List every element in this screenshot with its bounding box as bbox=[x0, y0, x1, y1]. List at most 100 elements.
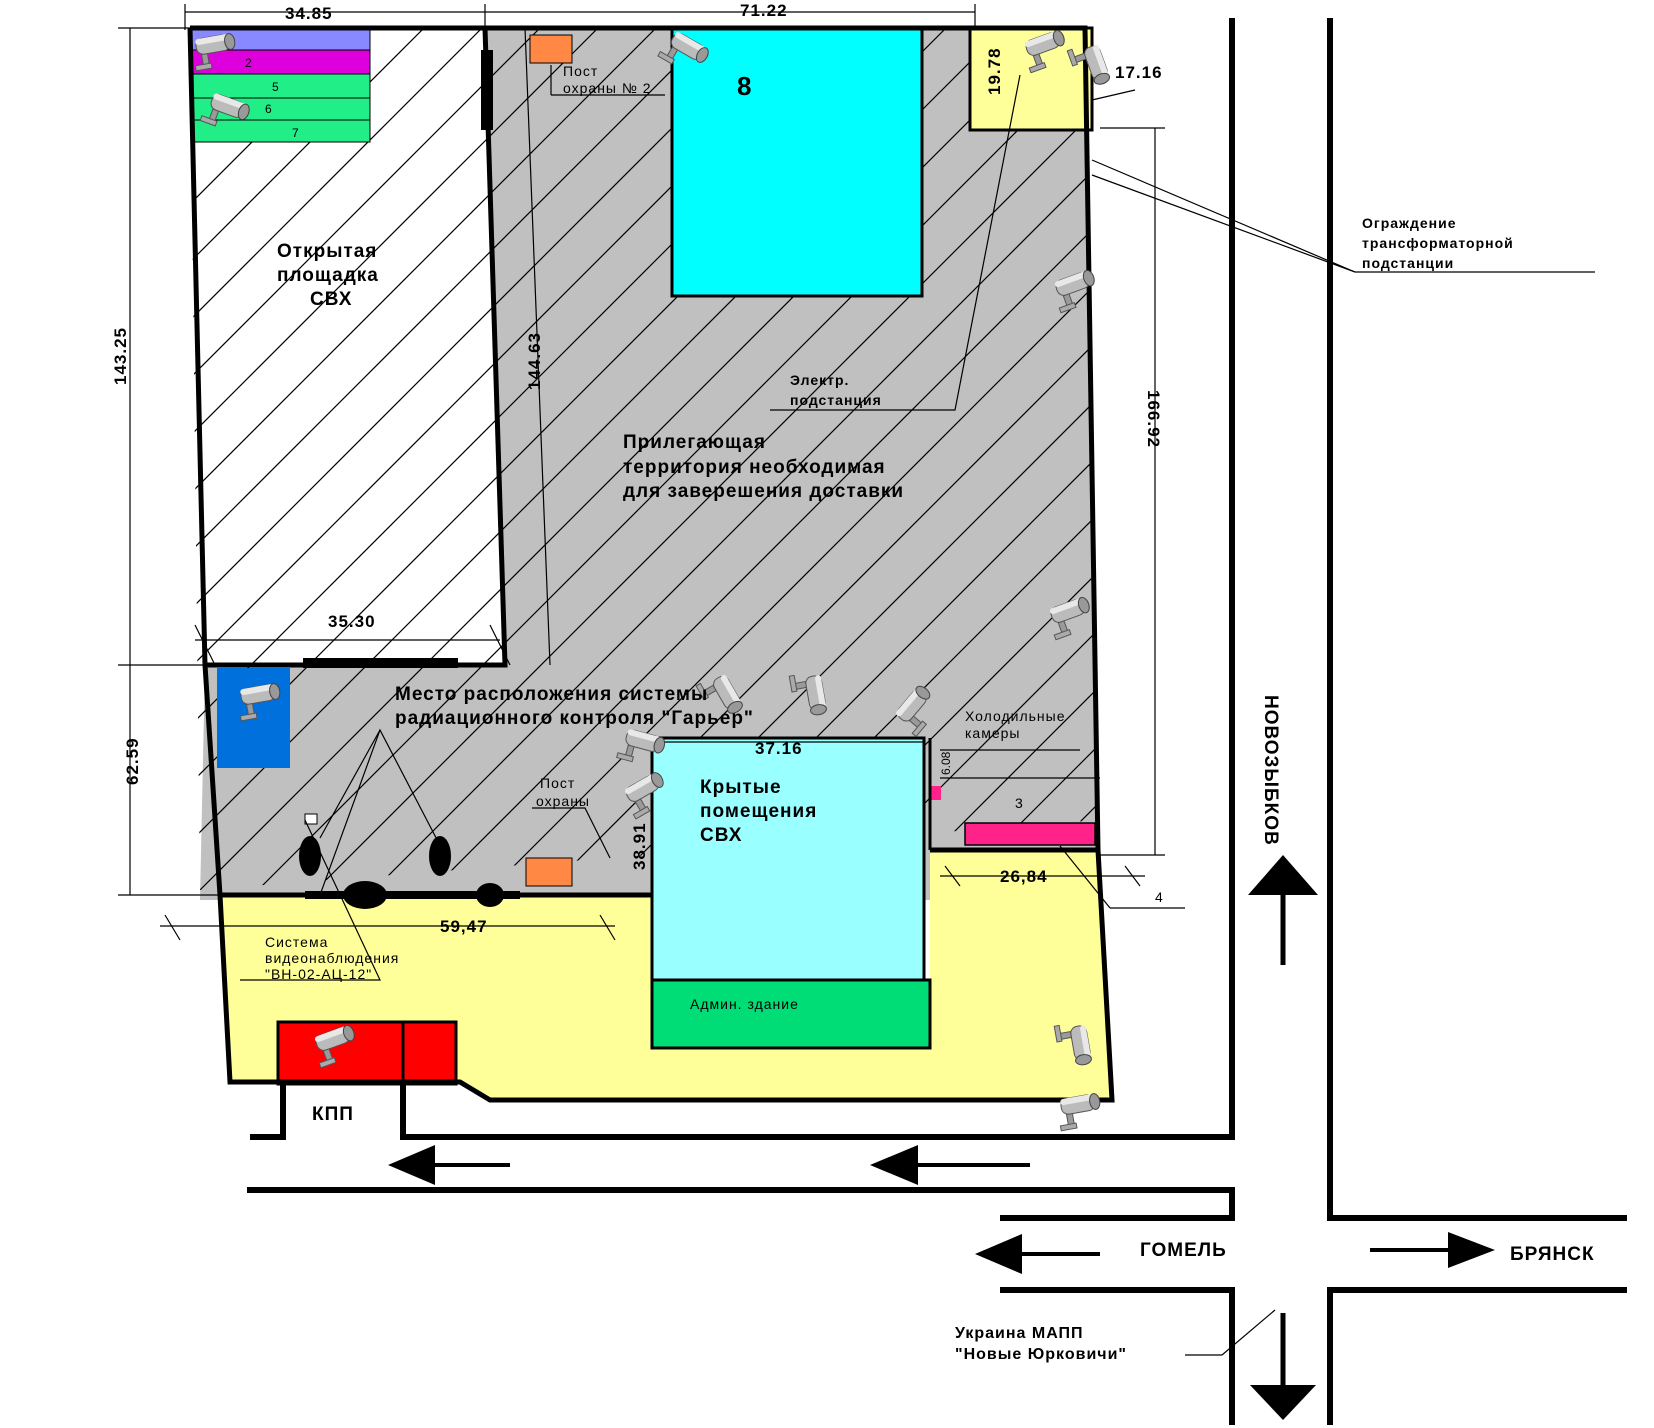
dim-covered-top: 37.16 bbox=[755, 739, 803, 758]
hatch-line bbox=[1136, 10, 1654, 940]
hatch-line bbox=[190, 28, 733, 890]
svg-text:подстанции: подстанции bbox=[1362, 255, 1454, 271]
hatch-line bbox=[1484, 10, 1654, 940]
row-number-6: 6 bbox=[265, 102, 272, 116]
guard-post-label: Пост охраны bbox=[536, 775, 590, 809]
road-direction-arrow-icon bbox=[388, 1145, 510, 1185]
hatch-line bbox=[190, 28, 675, 890]
guard-post-2-box bbox=[529, 34, 573, 64]
dim-substation-height: 19.78 bbox=[985, 47, 1004, 95]
svg-text:Открытая: Открытая bbox=[277, 241, 377, 262]
road-label-west: ГОМЕЛЬ bbox=[1140, 1240, 1227, 1261]
hatch-line bbox=[190, 28, 791, 890]
cold-rooms-label: Холодильные камеры bbox=[965, 708, 1066, 741]
admin-building-label: Админ. здание bbox=[690, 996, 799, 1012]
svg-text:радиационного контроля "Гарьер: радиационного контроля "Гарьер" bbox=[395, 708, 754, 729]
svg-text:подстанция: подстанция bbox=[790, 392, 882, 408]
area-8-number: 8 bbox=[737, 71, 752, 101]
hatch-line bbox=[1600, 10, 1654, 940]
svg-text:площадка: площадка bbox=[277, 265, 379, 286]
hatch-line bbox=[265, 28, 1098, 890]
dim-left-lower: 62.59 bbox=[123, 737, 142, 785]
svg-text:Место расположения системы: Место расположения системы bbox=[395, 684, 708, 705]
svg-text:для заверешения доставки: для заверешения доставки bbox=[623, 481, 904, 502]
area-8-building bbox=[670, 26, 924, 298]
dim-top-left: 34.85 bbox=[285, 4, 333, 23]
svg-text:Холодильные: Холодильные bbox=[965, 708, 1066, 724]
hatch-line bbox=[190, 28, 617, 890]
dim-small-vertical: 6.08 bbox=[939, 751, 953, 775]
hatch-line bbox=[190, 28, 385, 890]
hatch-line bbox=[207, 28, 1098, 890]
row-number-7: 7 bbox=[292, 126, 299, 140]
hatch-line bbox=[787, 28, 1098, 890]
dim-open-area-bottom: 35.30 bbox=[328, 612, 376, 631]
dim-covered-left: 38.91 bbox=[630, 822, 649, 870]
hatch-line bbox=[190, 28, 211, 890]
svg-text:камеры: камеры bbox=[965, 725, 1020, 741]
hatch-line bbox=[1368, 10, 1654, 940]
row-number-5: 5 bbox=[272, 80, 279, 94]
svg-text:территория необходимая: территория необходимая bbox=[623, 457, 886, 478]
dim-left-upper: 143.25 bbox=[111, 327, 130, 385]
dim-right-vertical: 166.92 bbox=[1144, 390, 1163, 448]
svg-text:видеонаблюдения: видеонаблюдения bbox=[265, 950, 399, 966]
hatch-line bbox=[0, 10, 152, 940]
dim-top-right: 71.22 bbox=[740, 1, 788, 20]
svg-text:СВХ: СВХ bbox=[310, 289, 352, 310]
small-magenta-marker bbox=[929, 786, 941, 800]
road-label-north: НОВОЗЫБКОВ bbox=[1260, 695, 1281, 846]
video-system-label: Система видеонаблюдения "ВН-02-АЦ-12" bbox=[265, 934, 399, 982]
hatch-line bbox=[0, 10, 36, 940]
hatch-line bbox=[845, 28, 1098, 890]
hatch-line bbox=[1426, 10, 1654, 940]
admin-building bbox=[650, 978, 932, 1050]
hatch-line bbox=[190, 28, 559, 890]
row-number-2: 2 bbox=[245, 56, 252, 70]
svg-text:трансформаторной: трансформаторной bbox=[1362, 235, 1514, 251]
open-area-white bbox=[190, 28, 505, 665]
svg-text:охраны № 2: охраны № 2 bbox=[563, 80, 652, 96]
hatch-line bbox=[1310, 10, 1654, 940]
guard-post-2-label: Пост охраны № 2 bbox=[563, 63, 652, 96]
dim-bottom-left: 59,47 bbox=[440, 917, 488, 936]
svg-text:Электр.: Электр. bbox=[790, 372, 849, 388]
svg-text:Система: Система bbox=[265, 934, 328, 950]
covered-warehouse-label: Крытые помещения СВХ bbox=[700, 777, 816, 846]
hatch-line bbox=[439, 28, 1098, 890]
checkpoint-building bbox=[276, 1020, 458, 1086]
substation-label: Электр. подстанция bbox=[790, 372, 882, 408]
hatch-line bbox=[381, 28, 1098, 890]
hatch-line bbox=[190, 28, 1081, 890]
svg-text:Прилегающая: Прилегающая bbox=[623, 432, 766, 453]
svg-text:"Новые Юрковичи": "Новые Юрковичи" bbox=[955, 1346, 1127, 1363]
dim-right-bottom: 26,84 bbox=[1000, 867, 1048, 886]
svg-text:Пост: Пост bbox=[540, 775, 575, 791]
hatch-line bbox=[903, 28, 1098, 890]
svg-text:"ВН-02-АЦ-12": "ВН-02-АЦ-12" bbox=[265, 966, 372, 982]
covered-warehouse bbox=[650, 736, 926, 982]
hatch-line bbox=[0, 10, 94, 940]
svg-text:Пост: Пост bbox=[563, 63, 598, 79]
road-label-east: БРЯНСК bbox=[1510, 1244, 1595, 1265]
hatch-line bbox=[1542, 10, 1654, 940]
svg-text:Украина МАПП: Украина МАПП bbox=[955, 1325, 1084, 1342]
cold-room-number-3: 3 bbox=[1015, 795, 1024, 811]
road-label-south: Украина МАПП "Новые Юрковичи" bbox=[955, 1325, 1127, 1363]
dim-inner-vertical: 144.63 bbox=[525, 332, 544, 390]
hatch-line bbox=[190, 28, 501, 890]
road-direction-arrow-icon bbox=[1250, 1313, 1316, 1420]
road-direction-arrow-icon bbox=[975, 1234, 1100, 1274]
hatch-line bbox=[323, 28, 1098, 890]
dim-substation-width: 17.16 bbox=[1115, 63, 1163, 82]
marker-number-4: 4 bbox=[1155, 889, 1164, 905]
hatch-line bbox=[1019, 28, 1098, 890]
svg-text:охраны: охраны bbox=[536, 793, 590, 809]
svg-text:Крытые: Крытые bbox=[700, 777, 782, 798]
radiation-control-label: Место расположения системы радиационного… bbox=[395, 684, 754, 729]
transformer-fence-label: Ограждение трансформаторной подстанции bbox=[1362, 215, 1514, 271]
road-direction-arrow-icon bbox=[1248, 855, 1318, 965]
cold-room-3 bbox=[964, 822, 1096, 846]
roads bbox=[247, 18, 1627, 1425]
